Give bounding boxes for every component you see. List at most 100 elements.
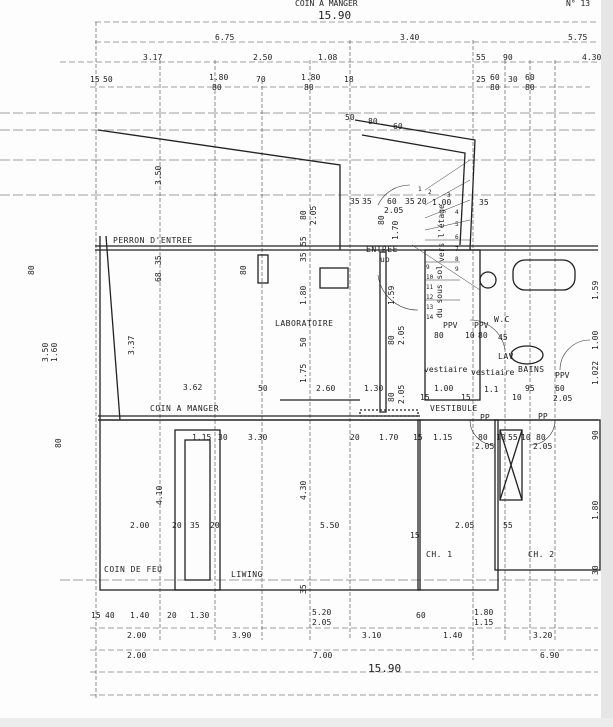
stair-step: 7 [455,246,459,253]
room-vestiaire-2: vestiaire [471,368,515,377]
door-swings [377,184,591,446]
dim: 20 [417,197,427,206]
dim: 45 [498,333,508,342]
dim: 10 [496,433,506,442]
room-laboratoire: LABORATOIRE [275,319,334,328]
dim: 35 [299,584,308,594]
dim: 80 [299,210,308,220]
dim: 10 [512,393,522,402]
stair-step: 10 [426,274,434,281]
dim: 1.60 [50,342,59,362]
dim: 2.60 [316,384,336,393]
dim: 80 [478,331,488,340]
dim: 80 [27,265,36,275]
dim: 80 [387,335,396,345]
stair-step: 4 [455,209,459,216]
dim: 1.15 [433,433,453,442]
dim: 1.80 [591,500,600,520]
room-ch2: CH. 2 [528,550,555,559]
dim: 60 [393,122,403,131]
dim: 2.05 [312,618,332,627]
dim: 1.30 [190,611,210,620]
dim: 55 [503,521,513,530]
dim: 2.50 [253,53,273,62]
dim: 15 [420,393,430,402]
dim: 15 [410,531,420,540]
dim: 3.20 [533,631,553,640]
dim: 80 [387,392,396,402]
dim: 90 [503,53,513,62]
door-label: PPV [555,371,570,380]
dim: 2.05 [533,442,553,451]
dim: 80 [434,331,444,340]
dim: 1.75 [299,363,308,383]
room-lav: LAV [498,352,514,361]
dim: 1.70 [391,220,400,240]
dim: 4.30 [582,53,602,62]
room-vestibule: VESTIBULE [430,404,478,413]
stair-down-label: du sous sol [435,265,444,318]
dim: 35 [405,197,415,206]
dim: 1.59 [591,280,600,300]
dim: 68 [154,272,163,282]
dim: 35 [350,197,360,206]
dim: 6.75 [215,33,235,42]
dim-overall-top: 15.90 [318,9,352,22]
dim: 2.05 [475,442,495,451]
dim: 10 [465,331,475,340]
dim: 60 [490,73,500,82]
dim: 1.08 [318,53,338,62]
dim: 15 [461,393,471,402]
dim: 1.00 [591,330,600,350]
dim: 50 [258,384,268,393]
dim: 1.15 [192,433,212,442]
dim: 80 [377,215,386,225]
room-coin-de-feu: COIN DE FEU [104,565,163,574]
dim: 30 [508,75,518,84]
room-ch1: CH. 1 [426,550,453,559]
dim: 25 [476,75,486,84]
dim: 1.00 [432,198,452,207]
dim: 2.00 [127,651,147,660]
dim: 35 [479,198,489,207]
dim: 3.62 [183,383,203,392]
dim: 5.20 [312,608,332,617]
dim: 60 [387,197,397,206]
dim: 3.10 [362,631,382,640]
dimension-lines [0,21,598,700]
dim: 55 [299,236,308,246]
scan-edge-right [601,0,613,727]
stair-step: 2 [428,189,432,196]
dim: 70 [256,75,266,84]
door-label: PPV [474,321,489,330]
dim: 3.37 [127,335,136,355]
dim: 3.90 [232,631,252,640]
dim: 40 [105,611,115,620]
dim: 2.05 [397,325,406,345]
dim: 3.50 [41,342,50,362]
dim: 20 [167,611,177,620]
stairs [411,159,481,301]
dim: 2.00 [130,521,150,530]
label-up: up [380,255,390,264]
room-bains: BAINS [518,365,545,374]
header-title: COIN A MANGER [295,0,358,8]
room-wc: W.C [494,315,510,324]
dim: 30 [591,565,600,575]
dim: 2.05 [384,206,404,215]
dim: 80 [478,433,488,442]
dim: 2.05 [309,205,318,225]
door-label: PP [538,412,548,421]
dim: 50 [345,113,355,122]
stair-step: 11 [426,284,434,291]
dim: 1.00 [434,384,454,393]
room-living: LIWING [231,570,263,579]
dim: 15 [413,433,423,442]
dim: 80 [212,83,222,92]
dim: 35 [154,255,163,265]
dim: 6.90 [540,651,560,660]
dim: 1.1 [484,385,499,394]
dim: 1.15 [474,618,494,627]
dim: 2.05 [397,384,406,404]
